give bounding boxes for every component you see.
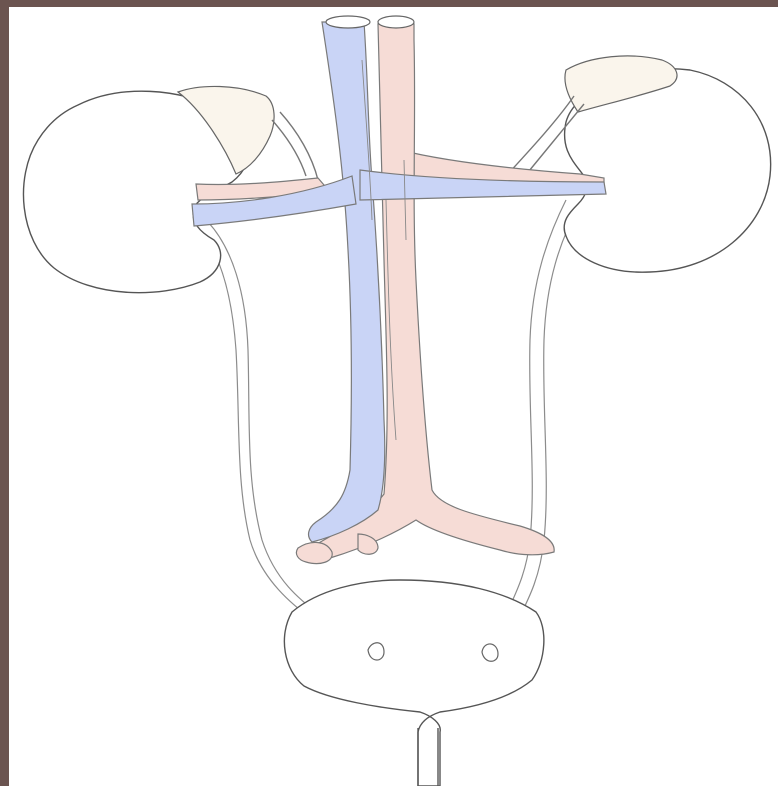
- aorta-opening: [378, 16, 414, 28]
- right-common-iliac: [296, 542, 332, 563]
- vena-cava-opening: [326, 16, 370, 28]
